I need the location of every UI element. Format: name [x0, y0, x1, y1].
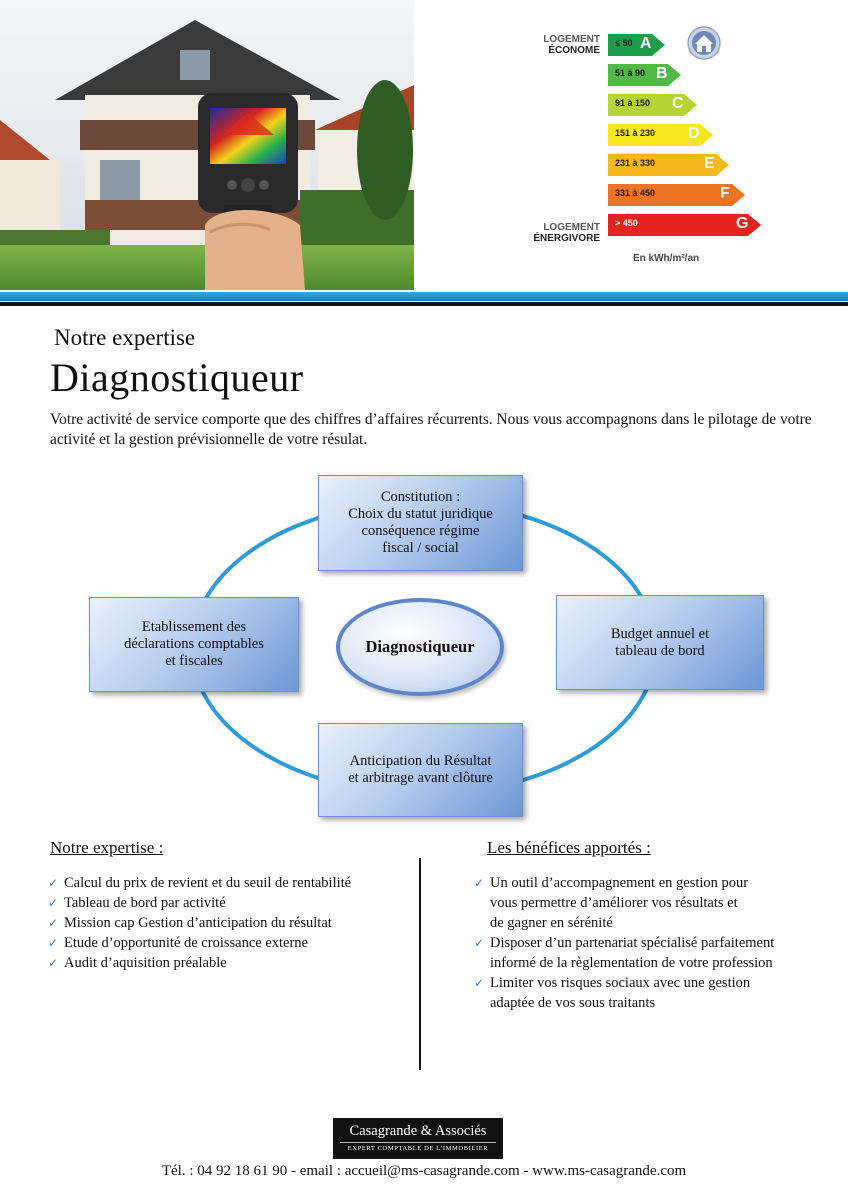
list-item: ✓ Calcul du prix de revient et du seuil d… — [48, 873, 418, 893]
diagram-box-constitution-line: Choix du statut juridique — [348, 506, 493, 522]
energy-label-top: LOGEMENT ÉCONOME — [543, 34, 600, 56]
energy-bar-letter: G — [736, 215, 749, 232]
list-item-line: Disposer d’un partenariat spécialisé par… — [490, 935, 775, 951]
list-item-line: de gagner en sérénité — [490, 915, 613, 931]
energy-bar-letter: F — [720, 185, 730, 202]
list-item: ✓ Tableau de bord par activité — [48, 893, 418, 913]
list-item-line: Audit d’aquisition préalable — [64, 955, 227, 971]
energy-bar-range: 231 à 330 — [615, 158, 656, 168]
hero-thermal-camera-photo — [0, 0, 414, 290]
diagram-box-declarations-line: déclarations comptables — [124, 636, 264, 652]
expertise-title: Notre expertise : — [50, 838, 164, 857]
energy-bar-shape — [608, 124, 713, 146]
checkmark-icon: ✓ — [48, 916, 59, 930]
page-title: Diagnostiqueur — [50, 355, 304, 400]
energy-bar-letter: E — [704, 155, 715, 172]
energy-bar-f: 331 à 450 F — [608, 184, 746, 206]
page-subtitle: Notre expertise — [54, 325, 196, 350]
diagram-box-anticipation-line: et arbitrage avant clôture — [348, 770, 493, 786]
energy-bar-g: > 450 G — [608, 214, 762, 236]
energy-bar-letter: C — [672, 95, 684, 112]
list-item-line: Etude d’opportunité de croissance extern… — [64, 935, 308, 951]
header-band-blue — [0, 292, 848, 301]
diagram-box-anticipation-line: Anticipation du Résultat — [349, 753, 492, 769]
checkmark-icon: ✓ — [474, 876, 485, 890]
logo-name: Casagrande & Associés — [349, 1123, 487, 1139]
diagram-box-constitution: Constitution : Choix du statut juridique… — [318, 475, 523, 571]
checkmark-icon: ✓ — [48, 876, 59, 890]
diagram-box-budget-line: Budget annuel et — [610, 625, 710, 642]
diagram-center-oval: Diagnostiqueur — [336, 598, 504, 696]
energy-bar-range: 151 à 230 — [615, 128, 656, 138]
energy-bar-letter: B — [656, 65, 668, 82]
logo-tagline: EXPERT COMPTABLE DE L’IMMOBILIER — [347, 1145, 489, 1152]
checkmark-icon: ✓ — [48, 896, 59, 910]
energy-bar-shape — [608, 34, 665, 56]
column-divider — [419, 858, 421, 1070]
list-item-line: Un outil d’accompagnement en gestion pou… — [490, 875, 749, 891]
energy-bar-shape — [608, 64, 681, 86]
diagram-box-constitution-line: Constitution : — [380, 489, 461, 505]
diagram-box-declarations: Etablissement des déclarations comptable… — [89, 597, 299, 692]
checkmark-icon: ✓ — [474, 976, 485, 990]
list-item-line: vous permettre d’améliorer vos résultats… — [490, 895, 738, 911]
list-item-line: Tableau de bord par activité — [64, 895, 226, 911]
list-item-line: informé de la règlementation de votre pr… — [490, 955, 773, 971]
energy-bar-c: 91 à 150 C — [608, 94, 698, 116]
contact-line: Tél. : 04 92 18 61 90 - email : accueil@… — [161, 1163, 687, 1179]
company-logo: Casagrande & Associés EXPERT COMPTABLE D… — [333, 1118, 503, 1159]
header-band-black — [0, 302, 848, 306]
benefits-list: ✓ Un outil d’accompagnement en gestion po… — [474, 873, 844, 1013]
diagram-box-constitution-line: conséquence régime — [361, 523, 480, 539]
checkmark-icon: ✓ — [474, 936, 485, 950]
list-item-line: Calcul du prix de revient et du seuil de… — [64, 875, 352, 891]
energy-bar-range: 51 à 90 — [615, 68, 646, 78]
diagram-box-declarations-line: et fiscales — [165, 653, 223, 669]
checkmark-icon: ✓ — [48, 956, 59, 970]
energy-bar-shape — [608, 94, 697, 116]
diagram-box-anticipation: Anticipation du Résultat et arbitrage av… — [318, 723, 523, 817]
diagram-box-budget-line: tableau de bord — [615, 642, 705, 659]
energy-bar-range: ≤ 50 — [615, 38, 633, 48]
diagram-box-declarations-line: Etablissement des — [141, 619, 247, 635]
energy-bar-range: > 450 — [615, 218, 638, 228]
list-item: ✓ Un outil d’accompagnement en gestion po… — [474, 873, 844, 933]
checkmark-icon: ✓ — [48, 936, 59, 950]
diagram-box-budget: Budget annuel et tableau de bord — [556, 595, 764, 690]
list-item-line: adaptée de vos sous traitants — [490, 995, 656, 1011]
energy-bar-letter: A — [640, 35, 652, 52]
energy-bar-letter: D — [688, 125, 700, 142]
energy-bar-range: 331 à 450 — [615, 188, 656, 198]
house-icon — [686, 25, 722, 61]
logo-rule — [340, 1142, 496, 1143]
energy-bar-e: 231 à 330 E — [608, 154, 730, 176]
energy-bar-shape — [608, 214, 761, 236]
list-item-line: Limiter vos risques sociaux avec une ges… — [490, 975, 751, 991]
energy-performance-label: LOGEMENT ÉCONOME LOGEMENT ÉNERGIVORE ≤ 5… — [520, 24, 820, 274]
energy-bar-d: 151 à 230 D — [608, 124, 714, 146]
diagram-box-constitution-line: fiscal / social — [382, 540, 459, 556]
list-item: ✓ Mission cap Gestion d’anticipation du r… — [48, 913, 418, 933]
energy-bar-range: 91 à 150 — [615, 98, 651, 108]
benefits-title: Les bénéfices apportés : — [487, 838, 651, 857]
list-item: ✓ Etude d’opportunité de croissance exter… — [48, 933, 418, 953]
energy-bar-shape — [608, 184, 745, 206]
energy-bar-a: ≤ 50 A — [608, 34, 666, 56]
list-item: ✓ Audit d’aquisition préalable — [48, 953, 418, 973]
intro-paragraph: Votre activité de service comporte que d… — [50, 411, 812, 448]
energy-bar-b: 51 à 90 B — [608, 64, 682, 86]
energy-unit: En kWh/m²/an — [633, 253, 700, 264]
list-item: ✓ Limiter vos risques sociaux avec une ge… — [474, 973, 844, 1013]
expertise-list: ✓ Calcul du prix de revient et du seuil d… — [48, 873, 418, 973]
energy-label-bottom: LOGEMENT ÉNERGIVORE — [533, 222, 600, 244]
list-item-line: Mission cap Gestion d’anticipation du ré… — [64, 915, 332, 931]
energy-bar-shape — [608, 154, 729, 176]
list-item: ✓ Disposer d’un partenariat spécialisé pa… — [474, 933, 844, 973]
